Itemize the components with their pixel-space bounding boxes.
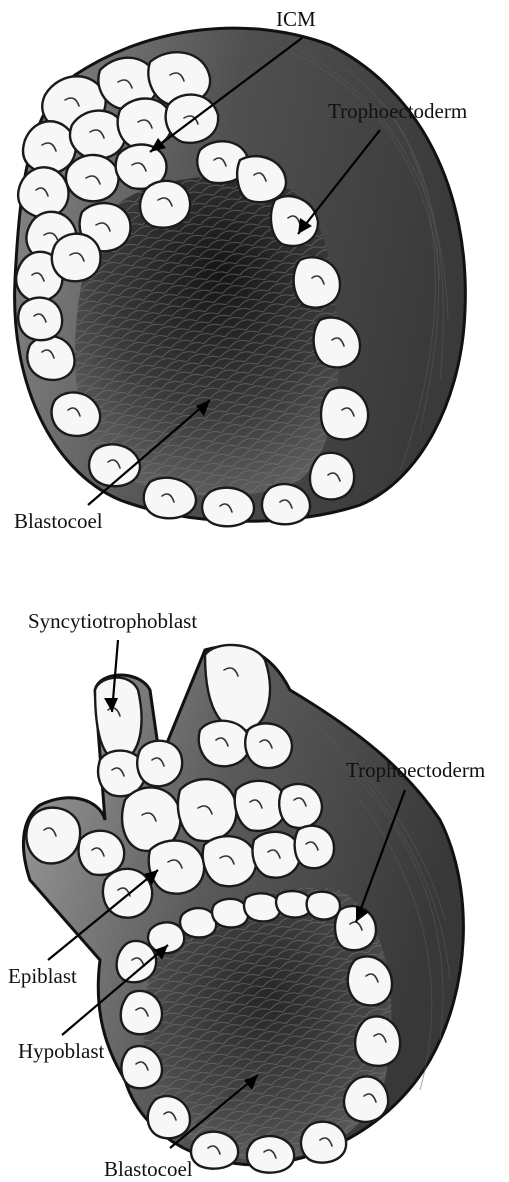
top-blastocyst: ICM Trophoectoderm Blastocoel	[14, 7, 467, 533]
label-blastocoel-bottom: Blastocoel	[104, 1157, 193, 1181]
label-syncytiotrophoblast: Syncytiotrophoblast	[28, 609, 197, 633]
bottom-blastocyst: Syncytiotrophoblast Trophoectoderm Epibl…	[8, 609, 485, 1181]
label-epiblast: Epiblast	[8, 964, 77, 988]
label-icm: ICM	[276, 7, 316, 31]
label-hypoblast: Hypoblast	[18, 1039, 104, 1063]
label-trophoectoderm-bottom: Trophoectoderm	[346, 758, 485, 782]
label-trophoectoderm-top: Trophoectoderm	[328, 99, 467, 123]
label-blastocoel-top: Blastocoel	[14, 509, 103, 533]
